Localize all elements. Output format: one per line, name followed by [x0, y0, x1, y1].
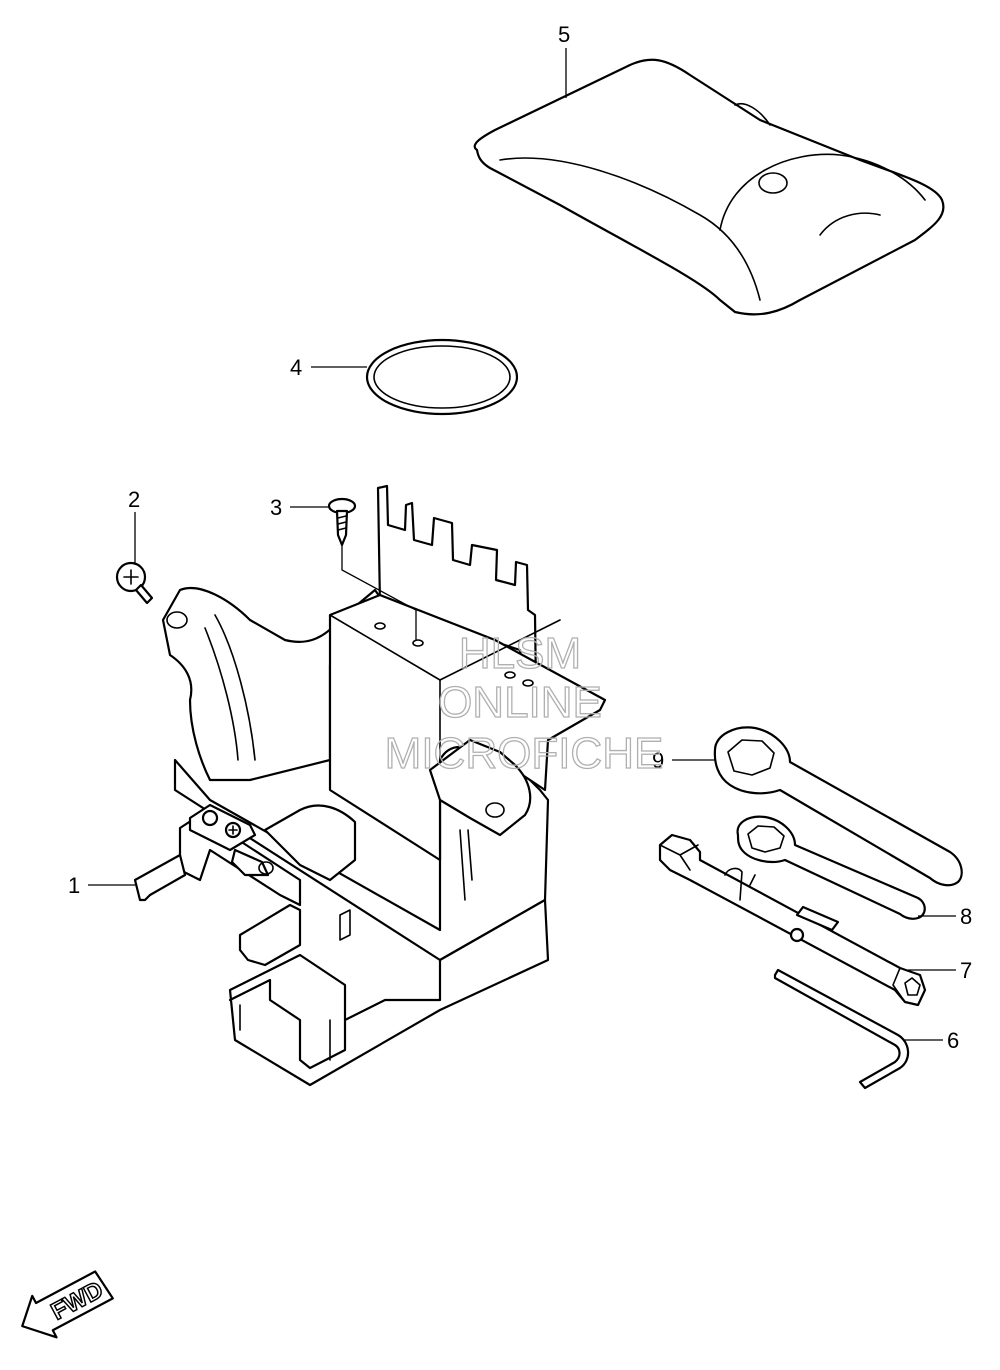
watermark-line-3: MICROFICHE	[385, 729, 664, 778]
callout-labels: 1 2 3 4 5 6 7 8 9	[68, 22, 972, 1053]
callout-1[interactable]: 1	[68, 873, 80, 898]
fwd-arrow-icon: FWD	[21, 1270, 114, 1339]
hex-key-part-6	[773, 968, 910, 1090]
leader-lines	[88, 48, 956, 1041]
screw-part-2	[115, 561, 154, 605]
callout-3[interactable]: 3	[270, 495, 282, 520]
callout-6[interactable]: 6	[947, 1028, 959, 1053]
callout-4[interactable]: 4	[290, 355, 302, 380]
box-spanner-part-7	[658, 833, 927, 1007]
watermark-line-2: ONLINE	[438, 678, 602, 727]
tapping-screw-part-3	[327, 497, 357, 547]
ring-wrench-part-9	[713, 726, 963, 887]
ring-wrench-part-8	[736, 815, 926, 920]
callout-7[interactable]: 7	[960, 958, 972, 983]
tool-bag-part-5	[473, 58, 945, 316]
tool-box-bracket-part-1	[133, 484, 607, 1087]
callout-5[interactable]: 5	[558, 22, 570, 47]
watermark-line-1: HLSM	[459, 629, 581, 678]
o-ring-part-4	[365, 338, 519, 416]
watermark: HLSM ONLINE MICROFICHE	[384, 628, 664, 778]
callout-8[interactable]: 8	[960, 904, 972, 929]
callout-2[interactable]: 2	[128, 487, 140, 512]
callout-9[interactable]: 9	[652, 748, 664, 773]
